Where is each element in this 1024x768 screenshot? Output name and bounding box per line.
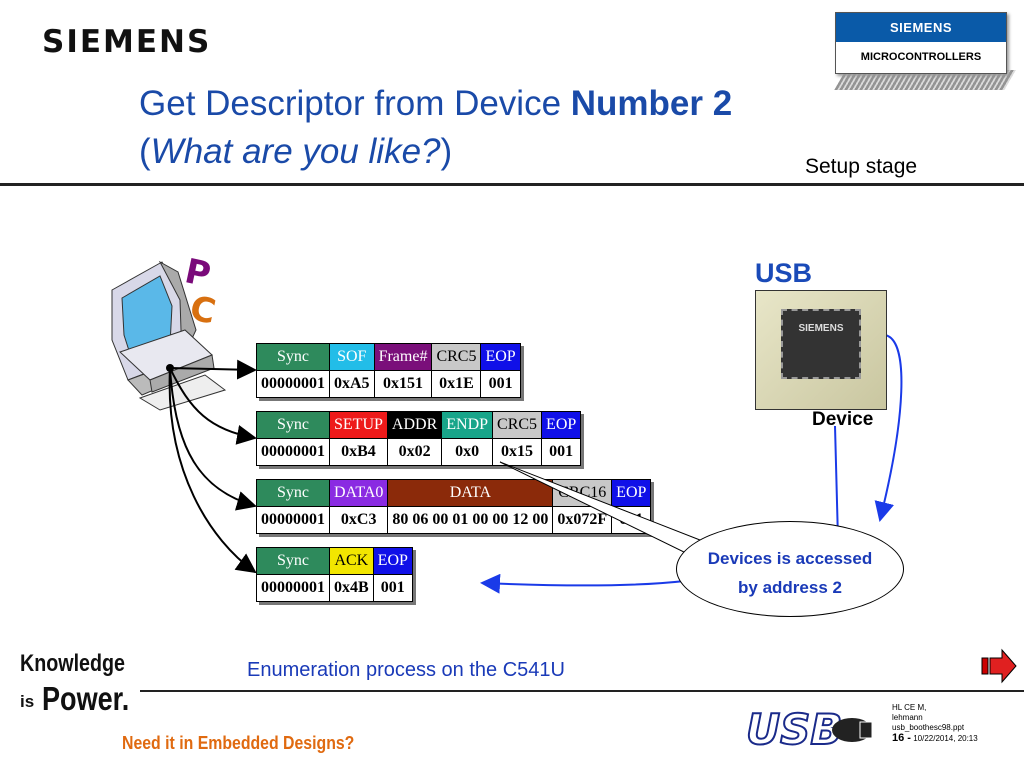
is-text: is xyxy=(20,692,35,711)
packet-field-value: 001 xyxy=(480,370,521,398)
packet-field-header: ADDR xyxy=(386,411,443,439)
packet-field-header: CRC5 xyxy=(492,411,543,439)
packet-field-header: Frame# xyxy=(373,343,433,371)
packet-field-value: 001 xyxy=(541,438,582,466)
device-image: SIEMENS xyxy=(755,290,887,410)
packet-field-value: 00000001 xyxy=(256,574,330,602)
badge-top: SIEMENS xyxy=(836,13,1006,42)
packet-field-value: 00000001 xyxy=(256,506,330,534)
tagline: Need it in Embedded Designs? xyxy=(122,733,355,753)
siemens-logo: SIEMENS xyxy=(42,24,212,60)
microcontrollers-badge: SIEMENS MICROCONTROLLERS xyxy=(835,12,1007,74)
packet-field-header: EOP xyxy=(372,547,413,575)
footer-divider xyxy=(140,690,1024,692)
packet-field-header: Sync xyxy=(256,343,330,371)
packet-field-header: DATA xyxy=(387,479,554,507)
svg-text:USB: USB xyxy=(746,705,842,752)
title-italic: What are you like? xyxy=(150,132,441,171)
packet-field-header: Sync xyxy=(256,547,330,575)
title-close-paren: ) xyxy=(440,132,453,171)
header-divider xyxy=(0,183,1024,186)
title-bold: Number 2 xyxy=(570,84,733,123)
packet-field-value: 0xC3 xyxy=(328,506,389,534)
packet-field-value: 0x1E xyxy=(431,370,482,398)
packet-field-header: ENDP xyxy=(441,411,494,439)
stage-label: Setup stage xyxy=(805,155,918,178)
packet-field-header: Sync xyxy=(256,411,330,439)
packet-field-header: EOP xyxy=(480,343,521,371)
usb-logo-icon: USB xyxy=(745,704,873,752)
power-text: Power. xyxy=(42,680,130,717)
page-title-line2: (What are you like?) xyxy=(139,132,452,172)
packet-field-value: 80 06 00 01 00 00 12 00 xyxy=(387,506,554,534)
footer-date: 10/22/2014, 20:13 xyxy=(913,734,978,743)
packet-field-value: 0x0 xyxy=(441,438,494,466)
packet-field-value: 0x15 xyxy=(492,438,543,466)
packet-field-value: 00000001 xyxy=(256,370,330,398)
packet-field-value: 0x151 xyxy=(373,370,433,398)
callout-line1: Devices is accessed xyxy=(707,549,873,568)
packet-field-value: 0x4B xyxy=(329,574,374,602)
title-open-paren: ( xyxy=(139,132,151,171)
page-number: 16 - xyxy=(892,732,911,744)
packet-field-value: 001 xyxy=(372,574,413,602)
callout-line2: by address 2 xyxy=(738,578,842,597)
address-callout: Devices is accessed by address 2 xyxy=(676,521,904,617)
next-slide-arrow-icon[interactable] xyxy=(980,648,1018,684)
page-title-line1: Get Descriptor from Device Number 2 xyxy=(139,84,732,124)
packet-field-value: 0x02 xyxy=(386,438,443,466)
title-prefix: Get Descriptor from Device xyxy=(139,84,571,123)
knowledge-text: Knowledge xyxy=(20,650,125,677)
packet-field-value: 0xA5 xyxy=(329,370,375,398)
packet-field-value: 00000001 xyxy=(256,438,330,466)
packet-field-header: EOP xyxy=(611,479,652,507)
chip-icon: SIEMENS xyxy=(781,309,861,379)
device-label: Device xyxy=(812,409,874,430)
pc-computer-icon xyxy=(111,260,227,411)
usb-label: USB xyxy=(755,258,813,288)
packet-field-header: CRC5 xyxy=(431,343,482,371)
footer-info: HL CE M, lehmann usb_boothesc98.ppt 16 -… xyxy=(892,703,978,744)
badge-bottom: MICROCONTROLLERS xyxy=(860,51,982,63)
packet-field-header: EOP xyxy=(541,411,582,439)
bottom-caption: Enumeration process on the C541U xyxy=(247,659,565,681)
packet-field-header: SOF xyxy=(329,343,375,371)
packet-field-header: DATA0 xyxy=(328,479,389,507)
packet-field-value: 0xB4 xyxy=(329,438,388,466)
packet-field-header: ACK xyxy=(329,547,374,575)
